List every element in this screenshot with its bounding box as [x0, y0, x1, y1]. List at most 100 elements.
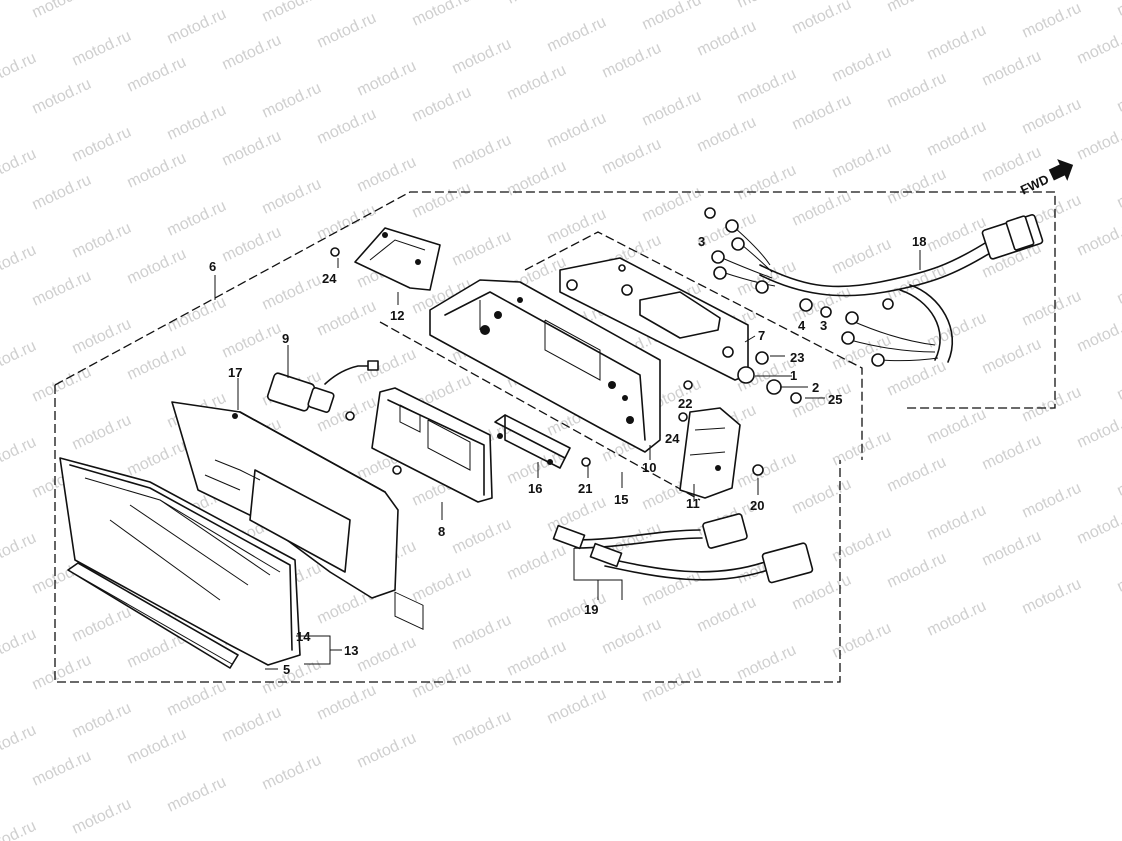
watermark-text-67: motod.ru [450, 228, 514, 270]
watermark-text-164: motod.ru [980, 432, 1044, 474]
watermark-text-77: motod.ru [125, 342, 189, 384]
callout-7: 7 [758, 328, 765, 343]
watermark-text-203: motod.ru [1020, 576, 1084, 618]
watermark-text-145: motod.ru [450, 516, 514, 558]
callout-3-top: 3 [698, 234, 705, 249]
watermark-text-44: motod.ru [735, 66, 799, 108]
callout-15: 15 [614, 492, 628, 507]
watermark-text-199: motod.ru [640, 664, 704, 706]
watermark-text-189: motod.ru [885, 550, 949, 592]
watermark-text-16: motod.ru [70, 124, 134, 166]
watermark-text-11: motod.ru [220, 32, 284, 74]
callout-23: 23 [790, 350, 804, 365]
part-24-screw-b [678, 412, 688, 422]
watermark-text-150: motod.ru [925, 406, 989, 448]
watermark-text-53: motod.ru [315, 202, 379, 244]
watermark-text-68: motod.ru [545, 206, 609, 248]
watermark-text-168: motod.ru [165, 678, 229, 720]
watermark-text-36: motod.ru [0, 242, 39, 284]
watermark-text-56: motod.ru [600, 136, 664, 178]
watermark-text-41: motod.ru [450, 132, 514, 174]
watermark-text-88: motod.ru [0, 434, 39, 476]
watermark-text-87: motod.ru [1075, 122, 1122, 164]
watermark-text-166: motod.ru [0, 722, 39, 764]
part-23-grommet [755, 351, 769, 365]
watermark-text-165: motod.ru [1075, 410, 1122, 452]
callout-12: 12 [390, 308, 404, 323]
watermark-text-20: motod.ru [450, 36, 514, 78]
watermark-text-201: motod.ru [830, 620, 894, 662]
watermark-text-14: motod.ru [505, 0, 569, 8]
watermark-text-159: motod.ru [505, 542, 569, 584]
small-hardware [330, 207, 832, 476]
watermark-text-38: motod.ru [165, 198, 229, 240]
watermark-text-55: motod.ru [505, 158, 569, 200]
watermark-text-71: motod.ru [830, 140, 894, 182]
watermark-text-200: motod.ru [735, 642, 799, 684]
watermark-text-30: motod.ru [505, 62, 569, 104]
watermark-text-52: motod.ru [220, 224, 284, 266]
watermark-text-10: motod.ru [125, 54, 189, 96]
watermark-text-72: motod.ru [925, 118, 989, 160]
part-4-bulb [799, 298, 813, 312]
watermark-text-74: motod.ru [1115, 74, 1122, 116]
watermark-text-18: motod.ru [260, 80, 324, 122]
callout-22: 22 [678, 396, 692, 411]
watermark-text-202: motod.ru [925, 598, 989, 640]
callout-13: 13 [344, 643, 358, 658]
watermark-text-188: motod.ru [790, 572, 854, 614]
watermark-text-140: motod.ru [0, 626, 39, 668]
callout-24-left: 24 [322, 271, 337, 286]
watermark-text-40: motod.ru [355, 154, 419, 196]
watermark-text-32: motod.ru [695, 18, 759, 60]
callout-14: 14 [296, 629, 311, 644]
watermark-text-97: motod.ru [830, 236, 894, 278]
watermark-text-167: motod.ru [70, 700, 134, 742]
watermark-text-19: motod.ru [355, 58, 419, 100]
watermark-text-43: motod.ru [640, 88, 704, 130]
watermark-text-192: motod.ru [0, 818, 39, 841]
watermark-text-5: motod.ru [165, 6, 229, 48]
part-1-knob [737, 366, 755, 384]
watermark-text-172: motod.ru [545, 590, 609, 632]
callout-labels: 1 2 3 3 4 5 6 7 8 9 10 11 12 13 14 15 16… [209, 234, 926, 677]
watermark-text-141: motod.ru [70, 604, 134, 646]
watermark-text-79: motod.ru [315, 298, 379, 340]
watermark-text-4: motod.ru [70, 28, 134, 70]
watermark-text-193: motod.ru [70, 796, 134, 838]
watermark-text-26: motod.ru [125, 150, 189, 192]
watermark-text-162: motod.ru [790, 476, 854, 518]
assembly-boundary [54, 191, 1056, 683]
watermark-text-46: motod.ru [925, 22, 989, 64]
part-24-screw-a [330, 247, 340, 257]
watermark-text-65: motod.ru [260, 272, 324, 314]
part-25-screw [790, 392, 802, 404]
watermark-text-186: motod.ru [600, 616, 664, 658]
watermark-text-125: motod.ru [1020, 288, 1084, 330]
callout-4: 4 [798, 318, 806, 333]
callout-19: 19 [584, 602, 598, 617]
watermark-text-181: motod.ru [125, 726, 189, 768]
watermark-text-17: motod.ru [165, 102, 229, 144]
callout-3-right: 3 [820, 318, 827, 333]
callout-10: 10 [642, 460, 656, 475]
callout-6: 6 [209, 259, 216, 274]
watermark-text-39: motod.ru [260, 176, 324, 218]
watermark-text-152: motod.ru [1115, 362, 1122, 404]
part-12-cover [354, 227, 441, 291]
watermark-text-58: motod.ru [790, 92, 854, 134]
watermark-text-196: motod.ru [355, 730, 419, 772]
watermark-text-54: motod.ru [410, 180, 474, 222]
watermark-text-13: motod.ru [410, 0, 474, 30]
watermark-text-177: motod.ru [1020, 480, 1084, 522]
watermark-text-178: motod.ru [1115, 458, 1122, 500]
watermark-text-137: motod.ru [885, 358, 949, 400]
watermark-text-42: motod.ru [545, 110, 609, 152]
watermark-text-3: motod.ru [0, 50, 39, 92]
watermark-text-85: motod.ru [885, 166, 949, 208]
watermark-text-151: motod.ru [1020, 384, 1084, 426]
watermark-text-7: motod.ru [355, 0, 419, 4]
watermark-text-185: motod.ru [505, 638, 569, 680]
watermark-text-64: motod.ru [165, 294, 229, 336]
